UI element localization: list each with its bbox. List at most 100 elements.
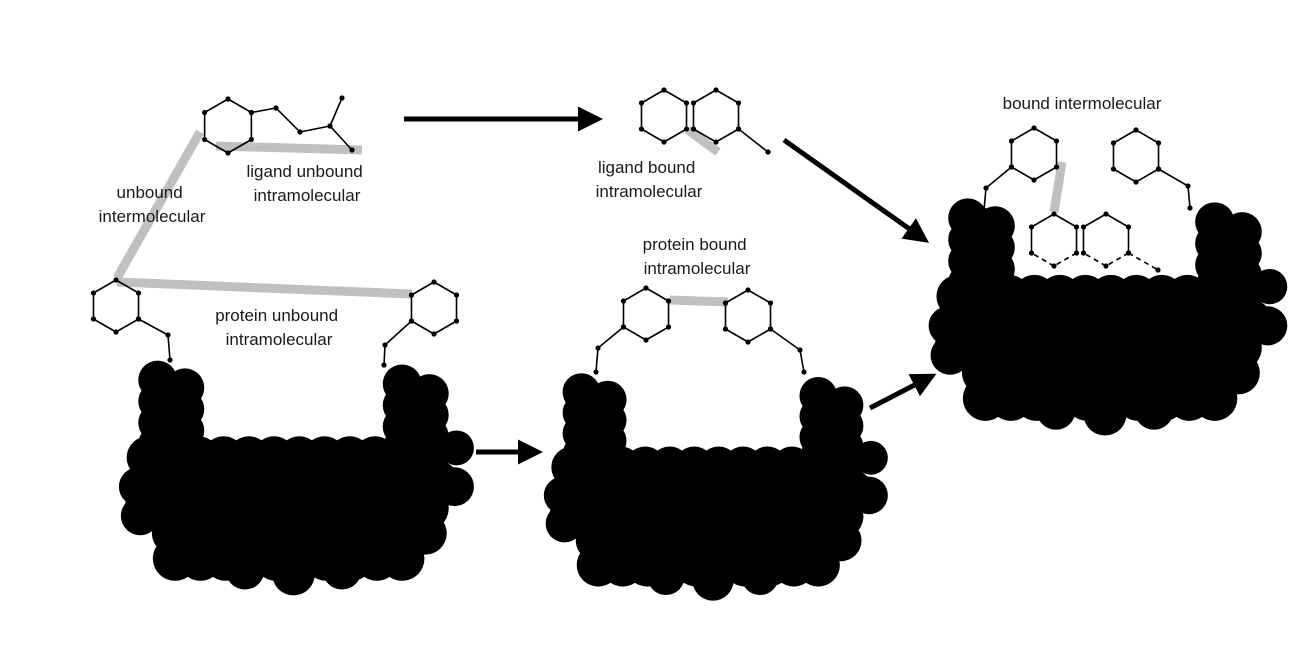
atom [801, 369, 807, 375]
atom [981, 207, 987, 213]
protein-atom [225, 550, 265, 590]
atom [638, 126, 645, 132]
atom [620, 324, 627, 330]
label-protein-bound-intramolecular: protein bound intramolecular [643, 235, 752, 278]
atom [620, 298, 627, 304]
protein-atom [1036, 390, 1076, 430]
bond [1083, 252, 1107, 267]
protein-bound-right-ring [722, 287, 774, 345]
protein-atom [930, 335, 970, 375]
bond [983, 187, 987, 211]
atom [1155, 267, 1161, 273]
bond [1031, 213, 1055, 228]
bond [1187, 185, 1191, 209]
bond [1011, 166, 1035, 181]
bond [138, 318, 169, 336]
arrow-ligand-to-complex [782, 137, 930, 243]
bond [115, 279, 139, 294]
highlight-bound-intermolecular [1049, 161, 1067, 213]
complex-left-ring [1008, 125, 1060, 183]
atom [167, 357, 173, 363]
bond [985, 166, 1012, 189]
bond [1128, 252, 1159, 271]
atom [1053, 164, 1060, 170]
bond [595, 347, 599, 373]
protein-atom [1083, 392, 1127, 436]
bond [383, 344, 386, 366]
protein-bound [543, 373, 888, 601]
atom [349, 147, 355, 153]
bond [715, 89, 739, 104]
atom [767, 326, 774, 332]
protein-atom [796, 543, 840, 587]
arrow-protein-to-complex [868, 373, 937, 411]
bond [1135, 168, 1159, 183]
atom [643, 337, 649, 343]
bond [411, 281, 435, 296]
atom [135, 290, 142, 296]
bond [1011, 127, 1035, 142]
protein-atom [322, 550, 362, 590]
bond [641, 89, 665, 104]
highlight-protein-unbound-intramolecular [116, 277, 413, 299]
bond [1031, 252, 1055, 267]
atom [382, 342, 388, 348]
atom [1080, 224, 1087, 230]
atom [1051, 263, 1057, 269]
protein-atom [1248, 306, 1288, 346]
atom [431, 279, 437, 285]
bond [725, 328, 749, 343]
bond [93, 318, 117, 333]
atom [665, 324, 672, 330]
atom [593, 369, 599, 375]
bond [1135, 129, 1159, 144]
complex-right-ring [1110, 127, 1162, 185]
bond [1033, 166, 1057, 181]
label-protein-unbound-intramolecular: protein unbound intramolecular [215, 306, 343, 349]
bond [693, 89, 717, 104]
atom [735, 126, 742, 132]
protein-atom [1192, 375, 1238, 421]
bond [1053, 213, 1077, 228]
protein-bound-left-linker [593, 324, 627, 375]
bond [1113, 168, 1137, 183]
protein-atom [692, 559, 734, 601]
complex-left-linker [981, 164, 1015, 213]
protein-complex [928, 198, 1288, 436]
atom [765, 149, 771, 155]
atom [1133, 127, 1139, 133]
atom [1080, 250, 1087, 256]
atom [453, 318, 460, 324]
bond [747, 328, 771, 343]
highlight-ligand-bound-intramolecular [685, 126, 721, 156]
atom [1125, 250, 1132, 256]
atom [1155, 140, 1162, 146]
bond [725, 289, 749, 304]
atom [135, 316, 142, 322]
atom [1031, 125, 1037, 131]
highlight-protein-bound-intramolecular [669, 295, 729, 307]
bond [299, 125, 331, 133]
bond [251, 107, 277, 114]
label-bound-intermolecular: bound intermolecular [1003, 94, 1162, 113]
atom [1073, 250, 1080, 256]
protein-unbound-left-ring [90, 277, 142, 335]
atom [327, 123, 333, 129]
bond [1105, 252, 1129, 267]
bond [115, 318, 139, 333]
atom [1133, 179, 1139, 185]
atom [713, 87, 719, 93]
atom [408, 318, 415, 324]
highlight-unbound-intermolecular [113, 129, 204, 281]
bond [597, 326, 624, 349]
atom [1103, 211, 1109, 217]
atom [661, 139, 667, 145]
bond [227, 98, 252, 114]
atom [745, 339, 751, 345]
atom [1185, 183, 1191, 189]
bond [329, 125, 353, 151]
atom [1110, 140, 1117, 146]
protein-atom [118, 467, 158, 507]
